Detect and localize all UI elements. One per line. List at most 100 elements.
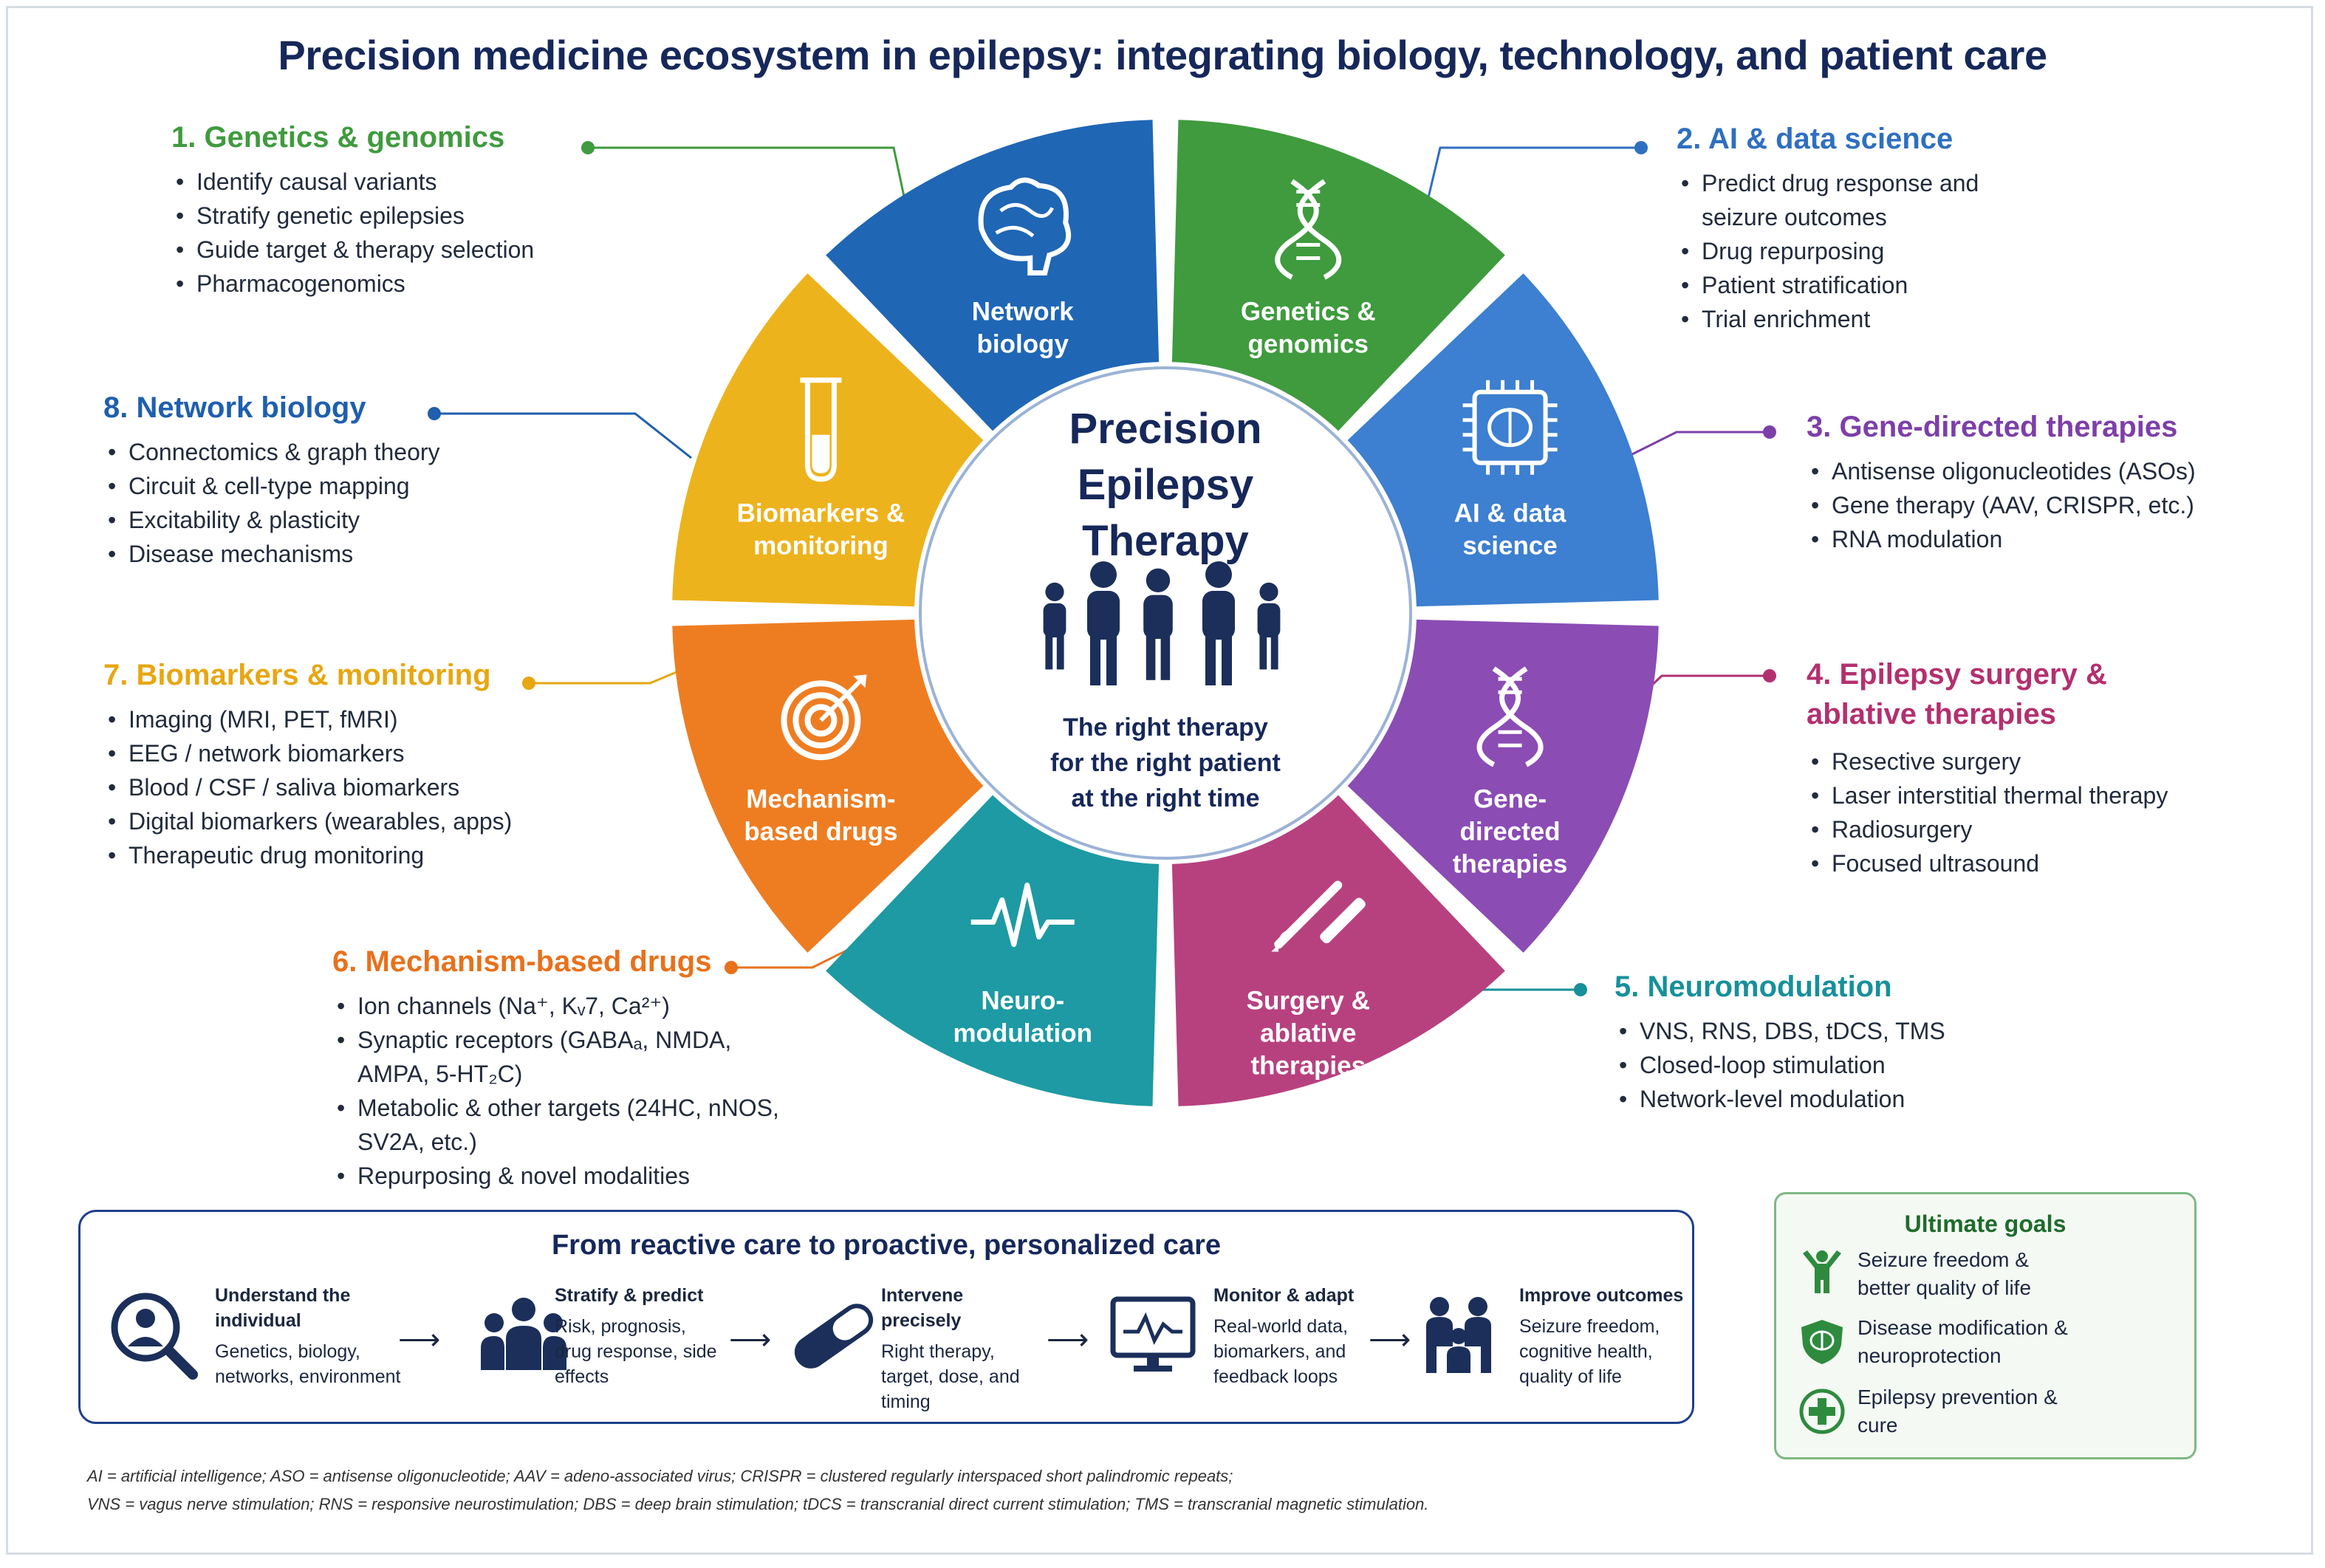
- target-icon: [781, 674, 867, 761]
- person-magnifier-icon: [111, 1293, 198, 1380]
- callout-bullet: RNA modulation: [1807, 522, 2196, 556]
- callout-neuromodulation: 5. Neuromodulation VNS, RNS, DBS, tDCS, …: [1615, 970, 1945, 1116]
- segment-label-line: directed: [1459, 817, 1560, 846]
- callout-bullet: Pharmacogenomics: [171, 267, 534, 301]
- page-title: Precision medicine ecosystem in epilepsy…: [278, 32, 2047, 78]
- center-tagline: at the right time: [1071, 784, 1259, 812]
- segment-label-line: monitoring: [753, 532, 888, 561]
- care-pathway-title: From reactive care to proactive, persona…: [551, 1230, 1222, 1261]
- capsule-icon: [794, 1304, 874, 1369]
- callout-bullet: Imaging (MRI, PET, fMRI): [103, 702, 561, 736]
- callout-list: VNS, RNS, DBS, tDCS, TMSClosed-loop stim…: [1615, 1014, 1945, 1116]
- care-step-title: Monitor & adapt: [1213, 1285, 1355, 1306]
- callout-title: 4. Epilepsy surgery & ablative therapies: [1807, 658, 2107, 730]
- segment-label-line: Mechanism-: [746, 784, 895, 813]
- care-step-title: Intervene precisely: [881, 1285, 964, 1331]
- arrow-right-icon: ⟶: [1369, 1324, 1411, 1356]
- care-step-text: Seizure freedom, cognitive health, quali…: [1519, 1316, 1660, 1387]
- center-title: Epilepsy: [1078, 461, 1254, 509]
- arrow-right-icon: ⟶: [1047, 1324, 1089, 1356]
- callout-bullet: Focused ultrasound: [1807, 846, 2220, 880]
- segment-label: Neuro-modulation: [953, 987, 1092, 1048]
- callout-bullet: Resective surgery: [1807, 744, 2220, 778]
- pulse-icon: [970, 883, 1075, 948]
- segment-label-line: AI & data: [1454, 499, 1566, 528]
- callout-bullet: Disease mechanisms: [103, 537, 440, 571]
- callout-title: 1. Genetics & genomics: [171, 121, 505, 154]
- care-step: Intervene precisely Right therapy, targe…: [881, 1283, 1044, 1414]
- footnote-abbreviations: VNS = vagus nerve stimulation; RNS = res…: [87, 1495, 1429, 1513]
- callout-bullet: Identify causal variants: [171, 165, 534, 199]
- callout-bullet: Radiosurgery: [1807, 812, 2220, 846]
- monitor-chart-icon: [1110, 1296, 1196, 1372]
- callout-gene-directed: 3. Gene-directed therapies Antisense oli…: [1807, 411, 2196, 556]
- connector-dot: [1763, 425, 1776, 439]
- callout-bullet: Patient stratification: [1677, 268, 1994, 302]
- goal-item: Epilepsy prevention & cure: [1857, 1386, 2058, 1437]
- segment-label-line: genomics: [1248, 329, 1369, 358]
- connector-dot: [522, 677, 535, 690]
- callout-bullet: Therapeutic drug monitoring: [103, 838, 561, 872]
- callout-bullet: EEG / network biomarkers: [103, 736, 561, 770]
- connector-line: [434, 412, 692, 459]
- callout-bullet: Metabolic & other targets (24HC, nNOS, S…: [332, 1091, 790, 1159]
- connector-dot: [581, 141, 595, 154]
- callout-bullet: Circuit & cell-type mapping: [103, 469, 440, 503]
- segment-label-line: Biomarkers &: [737, 499, 905, 528]
- wheel-segment: [826, 795, 1160, 1106]
- callout-bullet: Gene therapy (AAV, CRISPR, etc.): [1807, 488, 2196, 522]
- brain-icon: [978, 177, 1072, 275]
- segment-label-line: Genetics &: [1241, 297, 1376, 326]
- segment-label-line: therapies: [1250, 1052, 1366, 1081]
- callout-bullet: Predict drug response and seizure outcom…: [1677, 166, 1994, 234]
- connector-dot: [428, 407, 441, 420]
- care-step-text: Risk, prognosis, drug response, side eff…: [555, 1316, 717, 1387]
- care-step-title: Improve outcomes: [1519, 1285, 1684, 1306]
- connector-line: [1624, 431, 1770, 459]
- brain-shield-icon: [1801, 1320, 1843, 1364]
- goals-title: Ultimate goals: [1904, 1211, 2067, 1237]
- callout-list: Connectomics & graph theoryCircuit & cel…: [103, 435, 440, 571]
- care-step-text: Genetics, biology, networks, environment: [215, 1341, 401, 1387]
- arrow-right-icon: ⟶: [398, 1324, 441, 1356]
- goal-item: Seizure freedom & better quality of life: [1857, 1248, 2032, 1299]
- callout-list: Antisense oligonucleotides (ASOs)Gene th…: [1807, 454, 2196, 556]
- care-step: Understand the individual Genetics, biol…: [215, 1283, 429, 1389]
- segment-label: Mechanism-based drugs: [744, 784, 897, 846]
- care-step-text: Real-world data, biomarkers, and feedbac…: [1213, 1316, 1349, 1387]
- segment-label: Biomarkers & monitoring: [737, 499, 905, 561]
- callout-network-biology: 8. Network biology Connectomics & graph …: [103, 391, 440, 571]
- callout-bullet: Laser interstitial thermal therapy: [1807, 778, 2220, 812]
- callout-title: 7. Biomarkers & monitoring: [103, 659, 491, 691]
- callout-bullet: Drug repurposing: [1677, 234, 1994, 268]
- callout-title: 5. Neuromodulation: [1615, 970, 1892, 1003]
- callout-bullet: Trial enrichment: [1677, 302, 1994, 336]
- segment-label-line: Network: [972, 297, 1075, 326]
- callout-list: Ion channels (Na⁺, Kᵥ7, Ca²⁺)Synaptic re…: [332, 989, 790, 1193]
- callout-title: 2. AI & data science: [1677, 123, 1954, 155]
- wheel-segment: [1347, 273, 1659, 607]
- segment-label-line: Gene-: [1473, 784, 1547, 813]
- ai-chip-icon: [1462, 380, 1558, 475]
- arrow-right-icon: ⟶: [729, 1324, 772, 1356]
- callout-surgery: 4. Epilepsy surgery & ablative therapies…: [1807, 654, 2220, 880]
- segment-label-line: ablative: [1260, 1019, 1356, 1048]
- segment-label-line: biology: [977, 329, 1069, 358]
- segment-label-line: based drugs: [744, 817, 897, 846]
- callout-list: Predict drug response and seizure outcom…: [1677, 166, 1994, 336]
- wheel-segment: [1171, 120, 1505, 431]
- segment-label-line: therapies: [1453, 849, 1568, 878]
- segment-label: Gene-directed therapies: [1453, 784, 1568, 878]
- care-step: Stratify & predict Risk, prognosis, drug…: [555, 1283, 725, 1389]
- dna-icon: [1476, 666, 1544, 767]
- person-raised-arms-icon: [1803, 1250, 1841, 1293]
- people-group-icon: [481, 1298, 566, 1370]
- wheel-segment: [672, 619, 984, 953]
- connector-line: [731, 944, 857, 969]
- callout-bullet: VNS, RNS, DBS, tDCS, TMS: [1615, 1014, 1945, 1048]
- callout-bullet: Stratify genetic epilepsies: [171, 199, 534, 233]
- wheel-segment: [1347, 619, 1659, 953]
